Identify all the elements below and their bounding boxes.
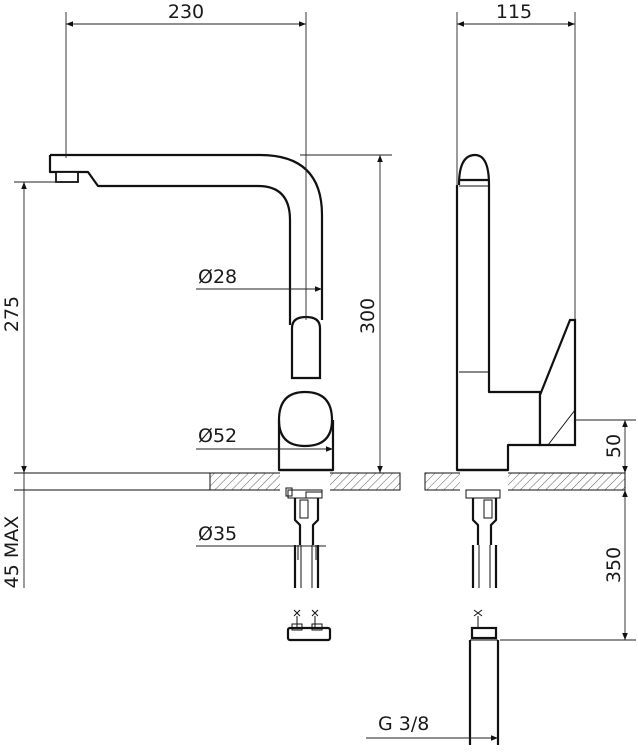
dimension-hole-diameter: Ø35 (196, 523, 326, 547)
side-spout-body (455, 153, 542, 472)
dimension-lever-height: 50 (575, 419, 636, 473)
label-45max: 45 MAX (1, 516, 23, 589)
label-275: 275 (1, 296, 23, 332)
label-d52: Ø52 (198, 425, 237, 447)
label-50: 50 (603, 434, 625, 458)
aerator (55, 171, 79, 183)
dimension-pipe-diameter: Ø28 (196, 266, 322, 292)
lever-handle (290, 315, 322, 380)
label-230: 230 (168, 1, 204, 23)
label-d28: Ø28 (198, 266, 237, 288)
dimension-base-diameter: Ø52 (196, 425, 333, 470)
body-bulb (277, 390, 334, 448)
dimension-spout-height: 275 (1, 181, 60, 473)
side-lever (538, 318, 577, 447)
faucet-front-view (48, 153, 335, 642)
dimension-counter-thickness: 45 MAX (1, 473, 25, 589)
dimension-connection: G 3/8 (366, 713, 498, 741)
label-300: 300 (357, 298, 379, 334)
countertop-side (424, 472, 626, 491)
dimension-width-front: 230 (65, 1, 307, 320)
label-d35: Ø35 (198, 523, 237, 545)
dimension-hose-length: 350 (500, 490, 636, 641)
faucet-side-view (455, 153, 577, 745)
fixing-assembly-side (465, 489, 501, 745)
dimension-width-side: 115 (456, 1, 576, 320)
spout-body (48, 153, 324, 325)
fixing-assembly-front (285, 487, 332, 642)
label-g38: G 3/8 (378, 713, 429, 735)
label-115: 115 (496, 1, 532, 23)
label-350: 350 (603, 547, 625, 583)
countertop-front (14, 472, 401, 491)
dimension-total-height: 300 (300, 154, 392, 473)
